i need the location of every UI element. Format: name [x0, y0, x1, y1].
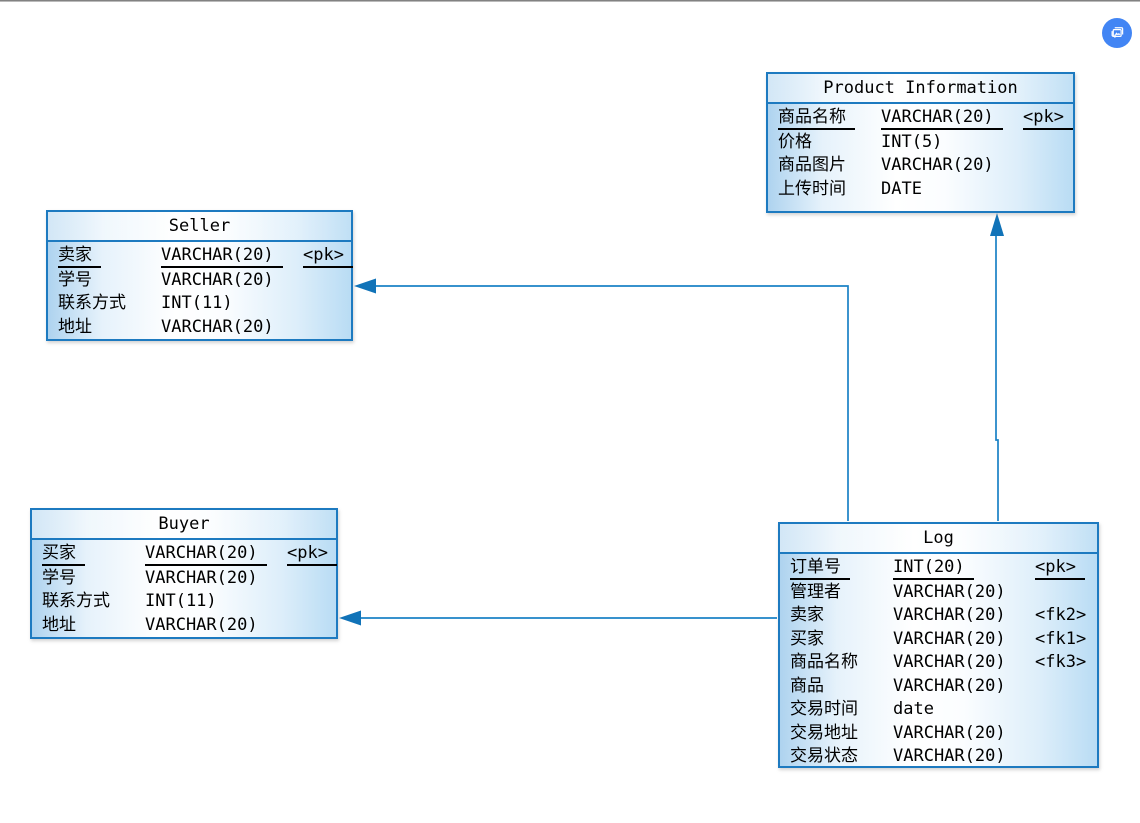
attribute-row: 价格 INT(5) — [768, 131, 1073, 155]
attribute-type: VARCHAR(20) — [881, 107, 1003, 130]
attribute-row: 买家 VARCHAR(20) <pk> — [32, 543, 337, 567]
relationship-log-product-line — [995, 233, 999, 521]
attribute-type: VARCHAR(20) — [161, 316, 274, 337]
attribute-name: 卖家 — [790, 605, 824, 625]
seller-arrowhead-icon — [354, 278, 376, 294]
attribute-key: <pk> — [1035, 557, 1085, 580]
entity-title: Seller — [48, 212, 351, 242]
attribute-type: INT(11) — [145, 591, 217, 611]
attribute-type: VARCHAR(20) — [145, 567, 258, 588]
attribute-name: 商品名称 — [790, 652, 858, 672]
attribute-row: 学号 VARCHAR(20) — [48, 269, 351, 293]
attribute-name: 买家 — [42, 543, 85, 566]
attribute-row: 联系方式 INT(11) — [48, 292, 351, 316]
attribute-row: 卖家 VARCHAR(20) <fk2> — [780, 604, 1097, 628]
attribute-row: 卖家 VARCHAR(20) <pk> — [48, 245, 353, 269]
attribute-key: <pk> — [1023, 107, 1073, 130]
image-with-arrow-icon — [1111, 27, 1124, 39]
attribute-row: 交易时间 date — [780, 698, 1097, 722]
attribute-type: VARCHAR(20) — [893, 628, 1006, 649]
attribute-type: VARCHAR(20) — [893, 675, 1006, 696]
window-top-edge — [0, 0, 1140, 2]
attribute-name: 地址 — [58, 316, 92, 337]
relationship-log-seller-line — [372, 285, 849, 521]
entity-title: Buyer — [32, 510, 336, 540]
attribute-name: 商品名称 — [778, 107, 855, 130]
attribute-type: VARCHAR(20) — [893, 746, 1006, 766]
attribute-name: 交易状态 — [790, 746, 858, 766]
attribute-name: 管理者 — [790, 581, 841, 602]
attribute-type: VARCHAR(20) — [881, 155, 994, 175]
attribute-key: <pk> — [287, 543, 337, 566]
attribute-type: VARCHAR(20) — [893, 652, 1006, 672]
attribute-list: 商品名称 VARCHAR(20) <pk> 价格 INT(5) 商品图片 VAR… — [768, 104, 1073, 201]
attribute-row: 商品名称 VARCHAR(20) <fk3> — [780, 651, 1097, 675]
attribute-type: VARCHAR(20) — [161, 269, 274, 290]
attribute-row: 联系方式 INT(11) — [32, 590, 336, 614]
attribute-type: VARCHAR(20) — [145, 543, 267, 566]
attribute-type: VARCHAR(20) — [893, 605, 1006, 625]
attribute-name: 上传时间 — [778, 178, 846, 199]
attribute-key: <fk3> — [1035, 652, 1087, 672]
attribute-type: VARCHAR(20) — [893, 722, 1006, 743]
entity-buyer: Buyer 买家 VARCHAR(20) <pk> 学号 VARCHAR(20)… — [30, 508, 338, 639]
attribute-name: 买家 — [790, 628, 824, 649]
attribute-row: 订单号 INT(20) <pk> — [780, 557, 1097, 581]
attribute-row: 交易地址 VARCHAR(20) — [780, 722, 1097, 746]
attribute-row: 管理者 VARCHAR(20) — [780, 581, 1097, 605]
attribute-type: VARCHAR(20) — [893, 581, 1006, 602]
attribute-name: 联系方式 — [42, 591, 110, 611]
attribute-name: 商品 — [790, 675, 824, 696]
attribute-row: 地址 VARCHAR(20) — [32, 614, 336, 638]
attribute-name: 地址 — [42, 614, 76, 635]
entity-title: Log — [780, 524, 1097, 554]
attribute-type: INT(5) — [881, 131, 943, 152]
attribute-row: 商品图片 VARCHAR(20) — [768, 154, 1073, 178]
attribute-type: INT(20) — [893, 557, 974, 580]
attribute-row: 上传时间 DATE — [768, 178, 1073, 202]
attribute-key: <fk1> — [1035, 628, 1087, 649]
attribute-list: 订单号 INT(20) <pk> 管理者 VARCHAR(20) 卖家 VARC… — [780, 554, 1097, 769]
attribute-key: <fk2> — [1035, 605, 1087, 625]
attribute-row: 学号 VARCHAR(20) — [32, 567, 336, 591]
attribute-type: VARCHAR(20) — [145, 614, 258, 635]
attribute-row: 买家 VARCHAR(20) <fk1> — [780, 628, 1097, 652]
attribute-name: 价格 — [778, 131, 812, 152]
attribute-row: 商品名称 VARCHAR(20) <pk> — [768, 107, 1073, 131]
attribute-type: date — [893, 699, 934, 719]
attribute-name: 学号 — [58, 269, 92, 290]
product-arrowhead-icon — [990, 213, 1004, 236]
attribute-list: 买家 VARCHAR(20) <pk> 学号 VARCHAR(20) 联系方式 … — [32, 540, 337, 638]
entity-product-information: Product Information 商品名称 VARCHAR(20) <pk… — [766, 72, 1075, 213]
attribute-name: 商品图片 — [778, 155, 846, 175]
entity-seller: Seller 卖家 VARCHAR(20) <pk> 学号 VARCHAR(20… — [46, 210, 353, 341]
buyer-arrowhead-icon — [339, 610, 361, 626]
attribute-name: 交易时间 — [790, 699, 858, 719]
attribute-row: 商品 VARCHAR(20) — [780, 675, 1097, 699]
attribute-name: 卖家 — [58, 245, 101, 268]
attribute-list: 卖家 VARCHAR(20) <pk> 学号 VARCHAR(20) 联系方式 … — [48, 242, 353, 340]
attribute-type: DATE — [881, 178, 922, 199]
attribute-key: <pk> — [303, 245, 353, 268]
entity-title: Product Information — [768, 74, 1073, 104]
attribute-name: 学号 — [42, 567, 76, 588]
image-export-button[interactable] — [1102, 18, 1132, 48]
attribute-type: INT(11) — [161, 293, 233, 313]
attribute-name: 交易地址 — [790, 722, 858, 743]
attribute-row: 交易状态 VARCHAR(20) — [780, 745, 1097, 769]
attribute-type: VARCHAR(20) — [161, 245, 283, 268]
attribute-row: 地址 VARCHAR(20) — [48, 316, 351, 340]
attribute-name: 订单号 — [790, 557, 850, 580]
entity-log: Log 订单号 INT(20) <pk> 管理者 VARCHAR(20) 卖家 … — [778, 522, 1099, 768]
attribute-name: 联系方式 — [58, 293, 126, 313]
